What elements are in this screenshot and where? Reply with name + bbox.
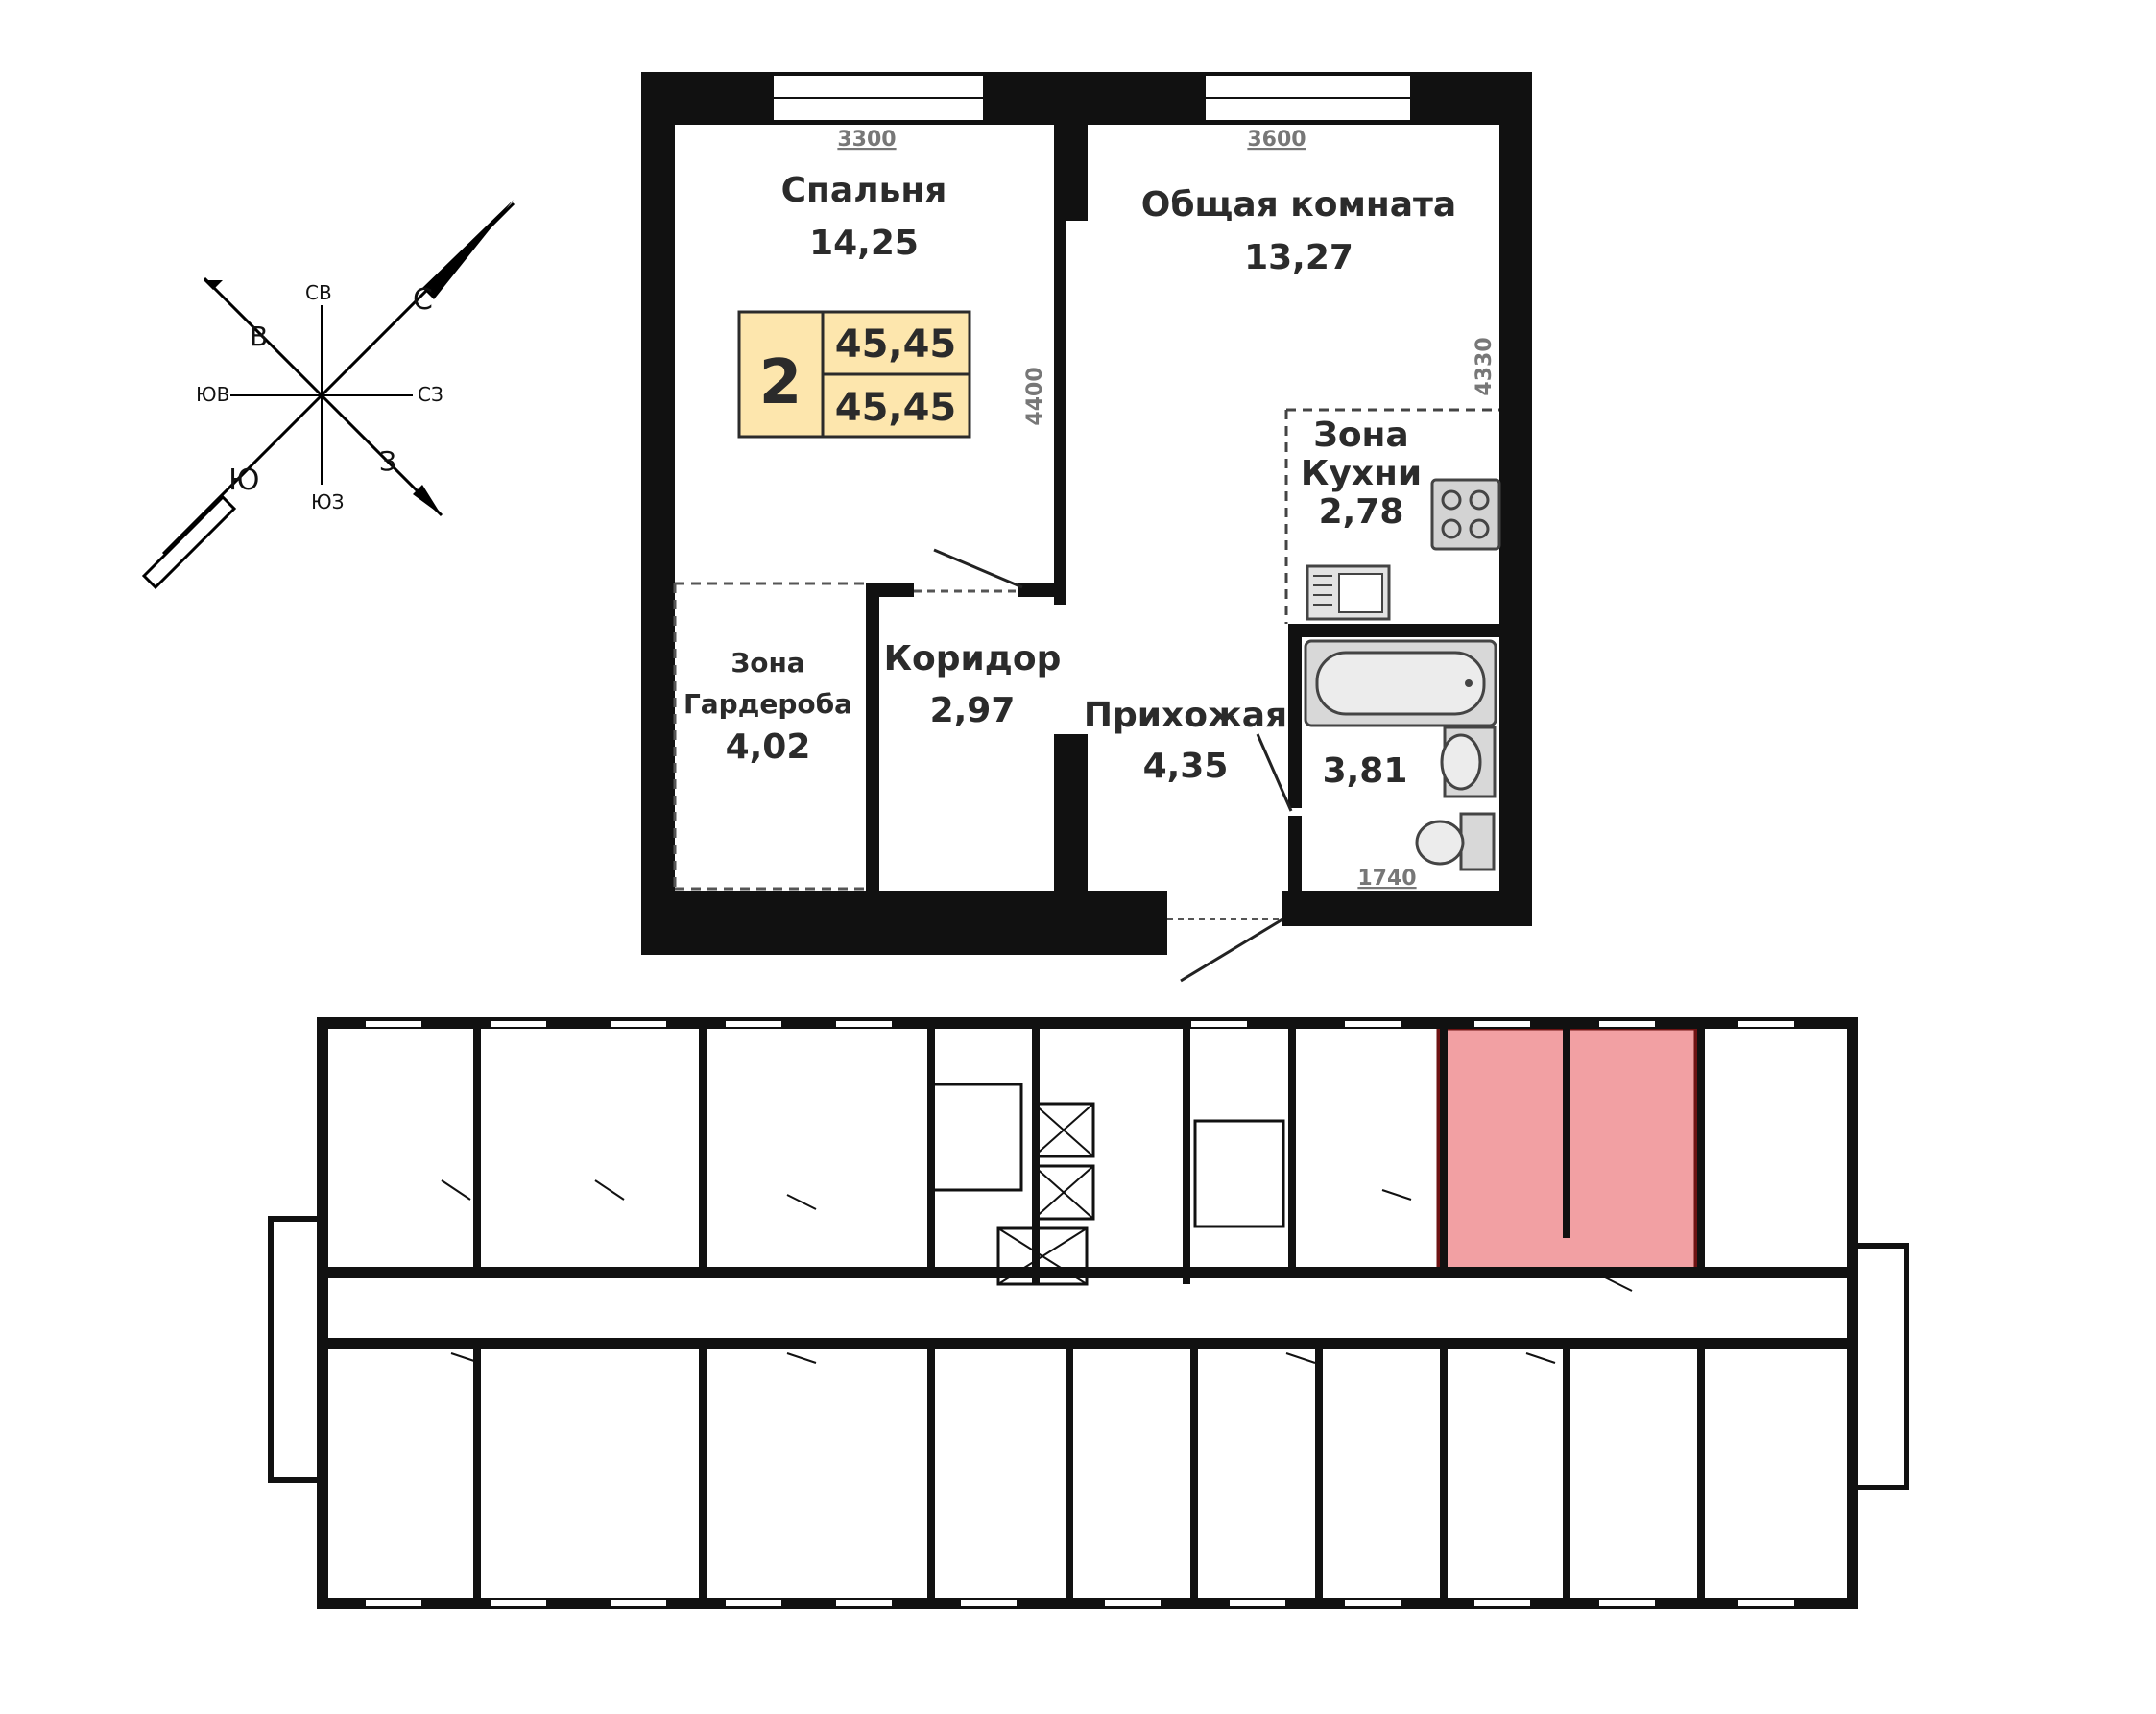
bathroom-width-dimension: 1740 [1357,867,1416,891]
corridor-area: 2,97 [930,691,1016,730]
living-room-area: 13,27 [1244,238,1353,277]
apartment-plan: 2 45,45 45,45 Спальня 14,25 Общая комнат… [641,72,1532,983]
stove-icon [1430,478,1501,551]
compass-east-label: В [250,321,268,352]
compass-northwest-label: СЗ [418,383,443,406]
bedroom-depth-dimension: 4400 [1023,367,1047,425]
bedroom-area: 14,25 [809,224,919,263]
compass-rose: С Ю В З СВ СЗ ЮВ ЮЗ [141,200,515,590]
compass-southeast-label: ЮВ [196,383,229,406]
north-arrow-icon [422,200,514,299]
living-width-dimension: 3600 [1247,128,1306,152]
kitchen-name-line1: Зона [1313,416,1408,455]
living-area: 45,45 [835,386,957,430]
compass-southwest-label: ЮЗ [311,490,344,513]
hall-name: Прихожая [1084,696,1287,735]
wardrobe-name-line2: Гардероба [683,688,852,720]
wardrobe-area: 4,02 [726,727,811,767]
bedroom-name: Спальня [781,171,947,210]
rooms-count: 2 [759,347,803,418]
compass-northeast-label: СВ [305,281,332,304]
bathroom-area: 3,81 [1323,751,1408,791]
corridor-name: Коридор [884,639,1062,678]
building-floor-plan [268,1017,1909,1609]
area-badge: 2 45,45 45,45 [737,310,971,439]
hall-area: 4,35 [1143,747,1229,786]
total-area: 45,45 [835,322,957,367]
kitchen-area: 2,78 [1319,492,1404,532]
kitchen-name-line2: Кухни [1301,454,1422,493]
compass-north-label: С [413,283,433,317]
compass-west-label: З [379,445,396,477]
bedroom-width-dimension: 3300 [837,128,896,152]
toilet-icon [1459,812,1496,871]
compass-south-label: Ю [228,464,259,497]
wardrobe-name-line1: Зона [731,647,804,678]
south-arrow-icon [141,494,237,590]
living-room-name: Общая комната [1141,185,1456,225]
living-depth-dimension: 4330 [1473,337,1497,395]
